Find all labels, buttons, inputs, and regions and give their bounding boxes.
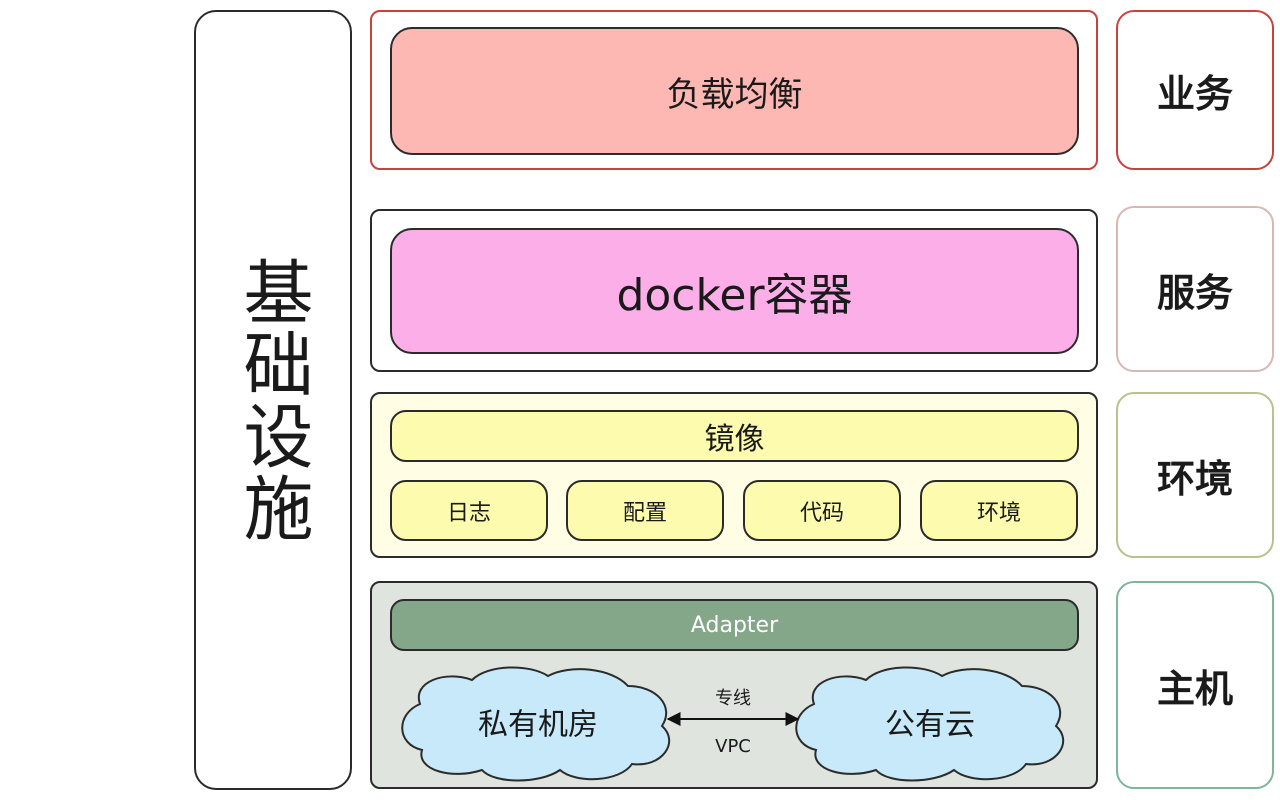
image-label: 镜像 (704, 422, 765, 457)
dedicated-line-label: 专线 (715, 688, 751, 709)
env-item-label: 配置 (622, 500, 667, 526)
cloud-connection-diagram: 私有机房 公有云 专线 VPC (401, 666, 1065, 782)
env-item-label: 环境 (976, 500, 1021, 526)
vpc-label: VPC (715, 736, 751, 757)
side-label-service: 服务 (1116, 206, 1274, 372)
side-label-text: 主机 (1156, 666, 1233, 711)
env-item-label: 日志 (446, 500, 491, 526)
env-item-environment: 环境 (920, 480, 1078, 541)
infrastructure-column (194, 10, 352, 790)
docker-container-label: docker容器 (616, 270, 853, 321)
docker-container-box: docker容器 (390, 228, 1079, 354)
infrastructure-label-text: 基础设施 (232, 256, 314, 544)
public-cloud-shape (795, 666, 1065, 782)
side-label-text: 服务 (1156, 270, 1233, 315)
side-label-business: 业务 (1116, 10, 1274, 170)
env-item-log: 日志 (390, 480, 548, 541)
side-label-text: 环境 (1156, 456, 1233, 501)
side-label-host: 主机 (1116, 581, 1274, 789)
side-label-environment: 环境 (1116, 392, 1274, 558)
image-box: 镜像 (390, 410, 1079, 462)
load-balancer-box: 负载均衡 (390, 27, 1079, 155)
public-cloud-label: 公有云 (885, 708, 975, 743)
infrastructure-label: 基础设施 (194, 190, 352, 610)
side-label-text: 业务 (1156, 71, 1233, 116)
private-cloud-shape (401, 666, 671, 782)
env-item-code: 代码 (743, 480, 901, 541)
adapter-bar: Adapter (390, 599, 1079, 651)
env-item-label: 代码 (799, 500, 844, 526)
env-item-config: 配置 (566, 480, 724, 541)
adapter-label: Adapter (690, 612, 779, 638)
load-balancer-label: 负载均衡 (666, 74, 803, 115)
private-cloud-label: 私有机房 (478, 708, 598, 743)
